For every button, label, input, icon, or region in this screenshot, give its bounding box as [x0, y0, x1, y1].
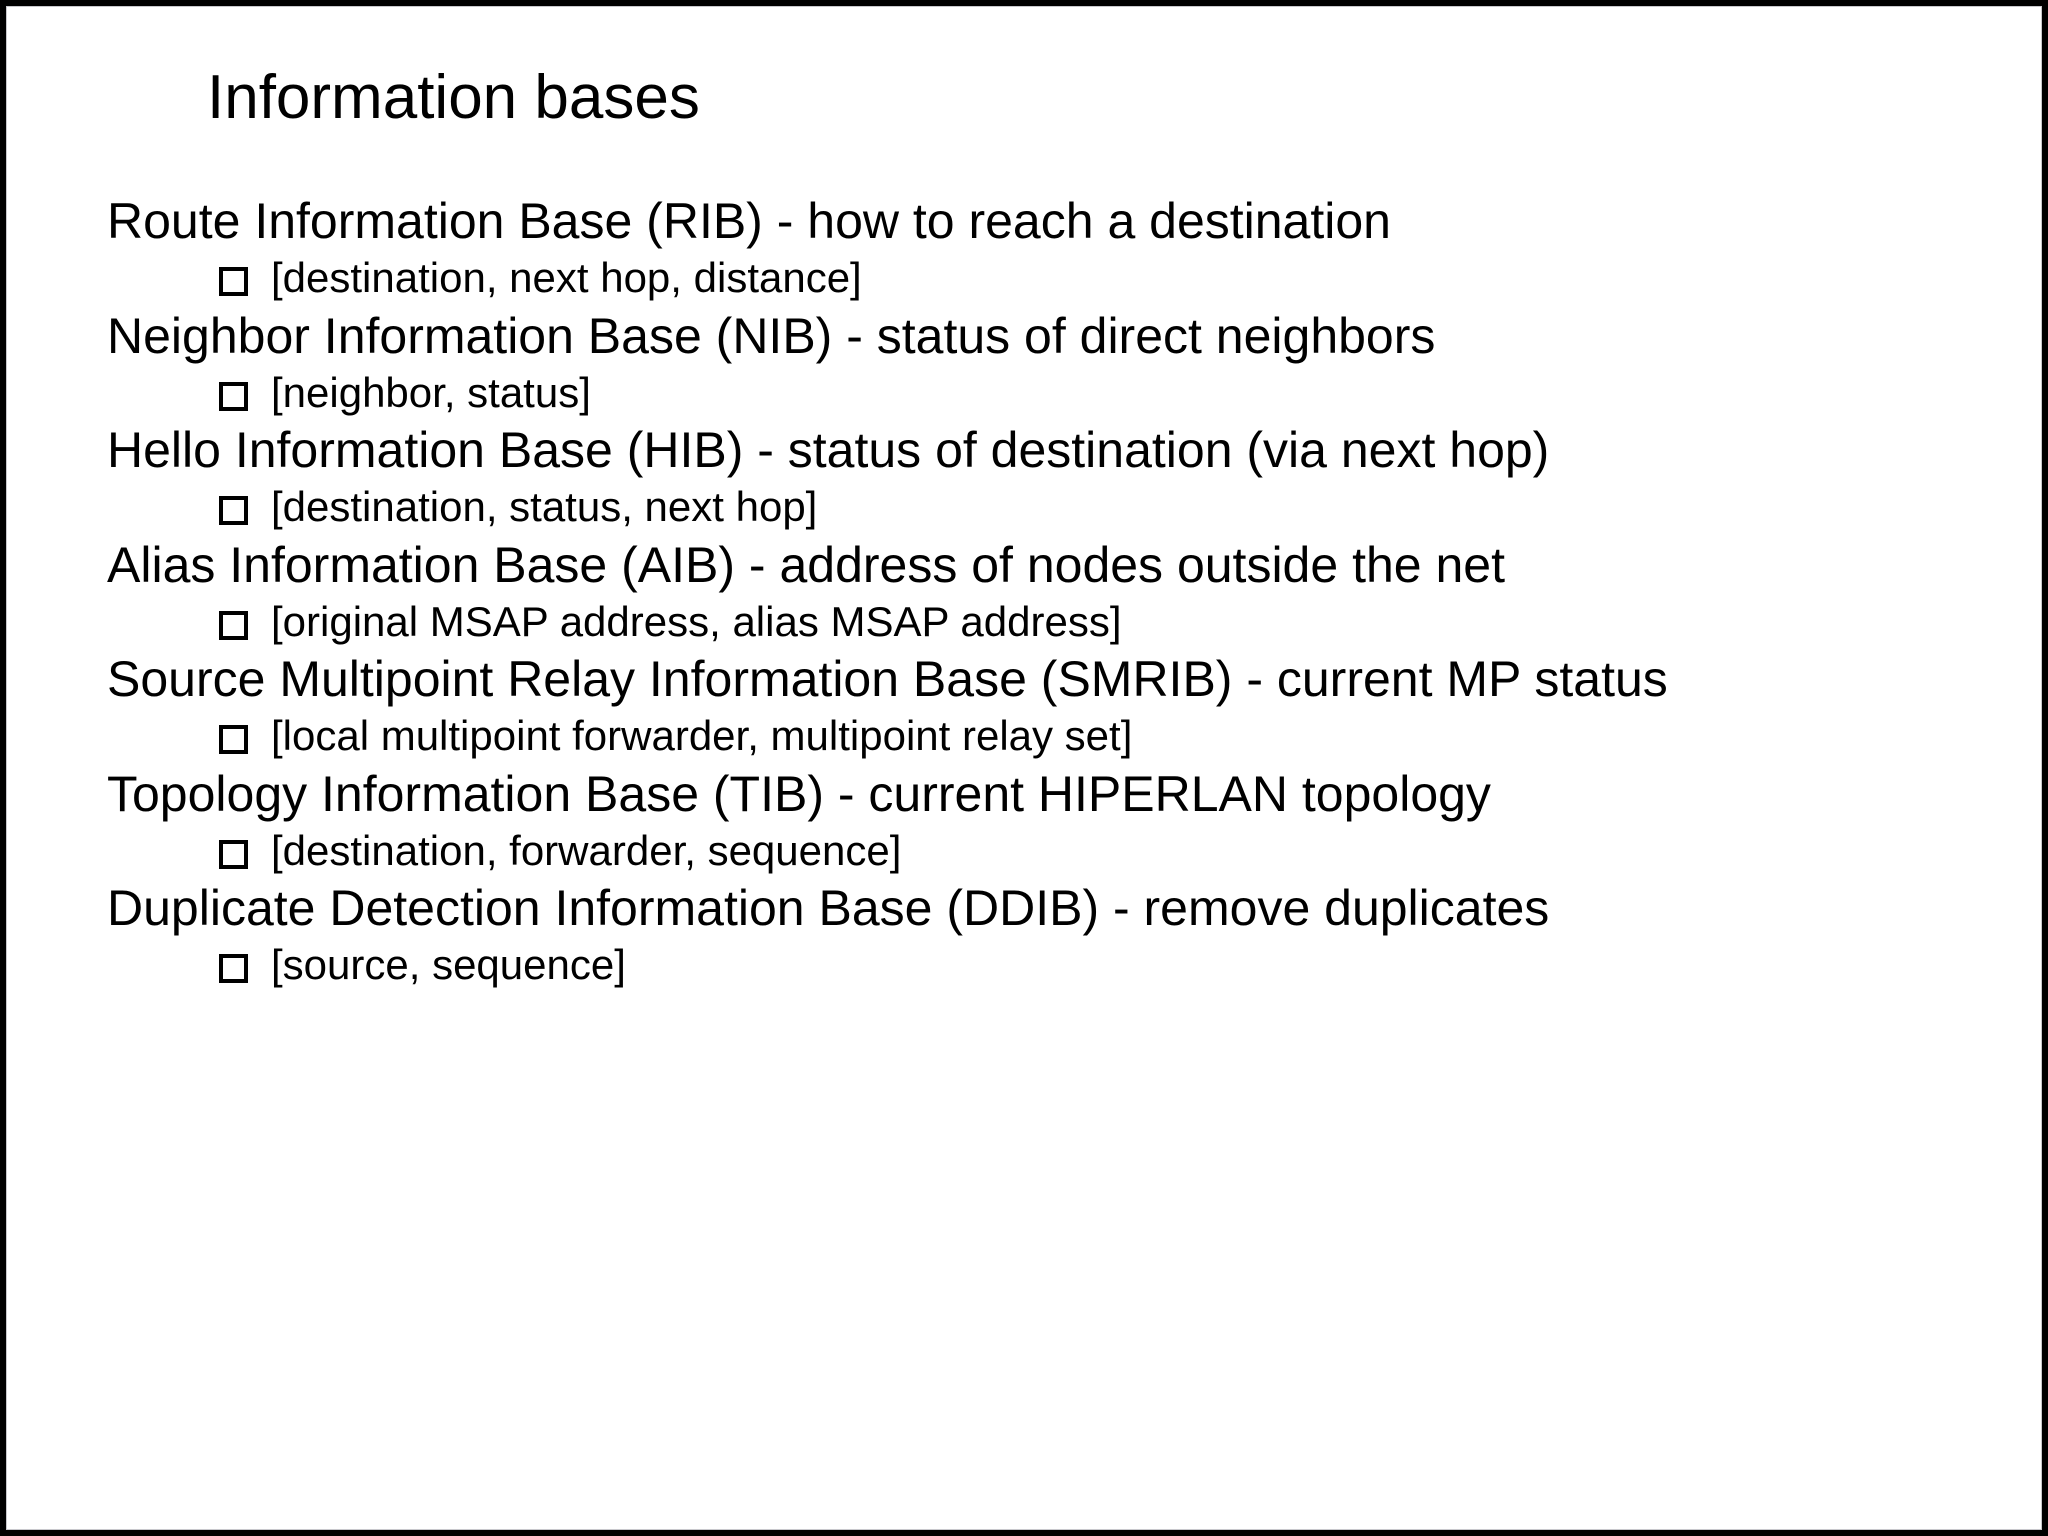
list-item: Source Multipoint Relay Information Base… [107, 650, 2001, 761]
shadowed-square-bullet-icon [219, 496, 248, 526]
shadowed-square-bullet-icon [219, 954, 248, 984]
information-bases-list: Route Information Base (RIB) - how to re… [107, 192, 2001, 994]
list-item: Duplicate Detection Information Base (DD… [107, 879, 2001, 990]
bullet-level2-text: [original MSAP address, alias MSAP addre… [271, 597, 1122, 645]
sub-bullet-row: [destination, next hop, distance] [107, 253, 2001, 303]
list-item: Neighbor Information Base (NIB) - status… [107, 307, 2001, 418]
list-item: Hello Information Base (HIB) - status of… [107, 421, 2001, 532]
bullet-level1-text: Alias Information Base (AIB) - address o… [107, 536, 1505, 593]
bullet-level1-text: Hello Information Base (HIB) - status of… [107, 422, 1550, 479]
sub-bullet-row: [destination, status, next hop] [107, 482, 2001, 532]
page-title: Information bases [207, 63, 700, 132]
shadowed-square-bullet-icon [219, 381, 248, 411]
shadowed-square-bullet-icon [219, 267, 248, 296]
bullet-level2-text: [neighbor, status] [271, 368, 591, 416]
bullet-level1-text: Neighbor Information Base (NIB) - status… [107, 307, 1436, 364]
shadowed-square-bullet-icon [219, 725, 248, 755]
bullet-level2-text: [local multipoint forwarder, multipoint … [271, 712, 1133, 760]
shadowed-square-bullet-icon [219, 839, 248, 869]
sub-bullet-row: [source, sequence] [107, 940, 2001, 990]
shadowed-square-bullet-icon [219, 610, 248, 640]
bullet-level2-text: [destination, forwarder, sequence] [271, 826, 902, 874]
sub-bullet-row: [local multipoint forwarder, multipoint … [107, 711, 2001, 761]
list-item: Alias Information Base (AIB) - address o… [107, 536, 2001, 647]
sub-bullet-row: [destination, forwarder, sequence] [107, 826, 2001, 876]
sub-bullet-row: [original MSAP address, alias MSAP addre… [107, 597, 2001, 647]
bullet-level1-text: Source Multipoint Relay Information Base… [107, 651, 1668, 708]
bullet-level1-text: Duplicate Detection Information Base (DD… [107, 880, 1550, 937]
bullet-level2-text: [source, sequence] [271, 941, 626, 989]
bullet-level1-text: Topology Information Base (TIB) - curren… [107, 765, 1491, 822]
bullet-level2-text: [destination, status, next hop] [271, 483, 818, 531]
bullet-level2-text: [destination, next hop, distance] [271, 254, 862, 301]
slide-surface: Information bases Route Information Base… [6, 6, 2042, 1530]
list-item: Route Information Base (RIB) - how to re… [107, 192, 2001, 303]
sub-bullet-row: [neighbor, status] [107, 368, 2001, 418]
list-item: Topology Information Base (TIB) - curren… [107, 765, 2001, 876]
bullet-level1-text: Route Information Base (RIB) - how to re… [107, 193, 1391, 249]
